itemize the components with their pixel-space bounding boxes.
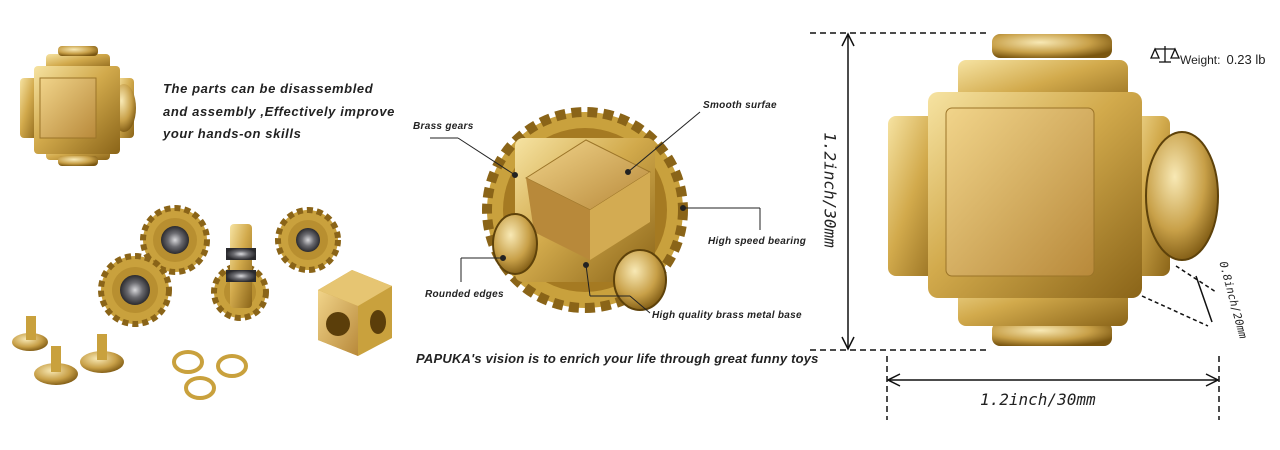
callout-smooth-surface: Smooth surfae — [703, 100, 777, 111]
dimension-lines — [810, 32, 1220, 420]
weight-value: 0.23 lb — [1226, 52, 1266, 67]
description-line: The parts can be disassembled — [163, 81, 374, 96]
description-line: your hands-on skills — [163, 126, 302, 141]
height-dimension-label: 1.2inch/30mm — [820, 132, 840, 248]
gear-part — [98, 253, 172, 327]
assembled-fidget-small — [20, 46, 136, 166]
cap-part — [34, 346, 78, 385]
callout-lines — [430, 111, 761, 314]
shaft-part — [226, 224, 256, 308]
labeled-fidget — [482, 107, 688, 313]
cap-part — [80, 334, 124, 373]
callout-rounded-edges: Rounded edges — [425, 289, 504, 300]
callout-high-speed-bearing: High speed bearing — [708, 236, 807, 247]
weight-readout: Weight: 0.23 lb — [1180, 52, 1266, 67]
dimensioned-fidget — [888, 34, 1219, 346]
gear-part — [140, 205, 210, 275]
scale-icon — [1149, 46, 1181, 63]
washer-part — [172, 350, 248, 400]
callout-metal-base: High quality brass metal base — [652, 310, 802, 321]
callout-brass-gears: Brass gears — [413, 121, 474, 132]
width-dimension-label: 1.2inch/30mm — [980, 390, 1096, 409]
cap-part — [12, 316, 48, 351]
disassembly-description: The parts can be disassembled and assemb… — [163, 78, 395, 146]
cube-part — [318, 270, 392, 356]
disassembled-parts — [12, 205, 392, 400]
brand-vision-text: PAPUKA's vision is to enrich your life t… — [416, 351, 819, 366]
description-line: and assembly ,Effectively improve — [163, 103, 395, 119]
weight-label: Weight: — [1180, 53, 1221, 67]
gear-part — [275, 207, 341, 273]
